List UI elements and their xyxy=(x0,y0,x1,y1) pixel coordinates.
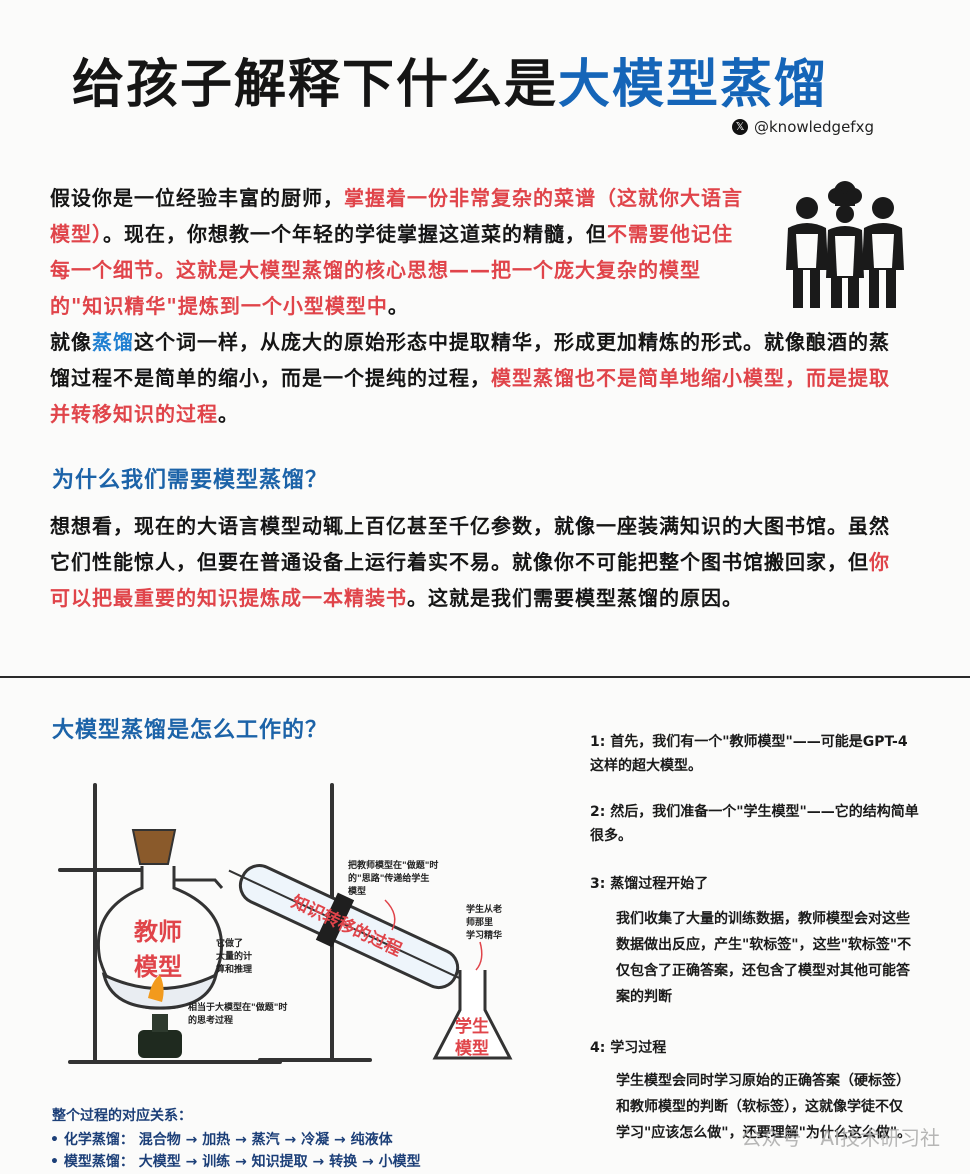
relation-chemical: • 化学蒸馏： 混合物 → 加热 → 蒸汽 → 冷凝 → 纯液体 xyxy=(50,1128,393,1152)
heat-note-1: 相当于大模型在"做题"时 xyxy=(188,1001,287,1013)
step-number: 1: xyxy=(590,734,606,750)
burner-neck xyxy=(152,1014,168,1032)
tube-note-arrow xyxy=(384,899,396,931)
intro-paragraph-2: 就像蒸馏这个词一样，从庞大的原始形态中提取精华，形成更加精炼的形式。就像酿酒的蒸… xyxy=(50,324,910,432)
watermark: 公众号 · AI技术研习社 xyxy=(741,1126,940,1150)
arrow-icon: → xyxy=(362,1154,374,1170)
intro-highlight: 掌握着一份非常复杂的菜谱（这就你大语言模型） xyxy=(50,186,743,246)
step-3-detail: 我们收集了大量的训练数据，教师模型会对这些数据做出反应，产生"软标签"，这些"软… xyxy=(616,911,912,1005)
arrow-icon: → xyxy=(235,1154,247,1170)
chefs-icon xyxy=(786,181,904,308)
arrow-icon: → xyxy=(185,1132,198,1148)
intro-text: 。 xyxy=(387,294,409,318)
intro-highlight: 模型蒸馏也不是简单地缩小模型，而是提取并转移知识的过程 xyxy=(50,366,890,426)
condenser-tube: 知识转移的过程 xyxy=(228,864,475,990)
arrow-icon: → xyxy=(235,1132,247,1148)
intro-keyword: 蒸馏 xyxy=(92,330,134,354)
step-number: 4: xyxy=(590,1040,606,1056)
relation-label: • 化学蒸馏： xyxy=(50,1132,134,1148)
why-text: 。这就是我们需要模型蒸馏的原因。 xyxy=(407,586,743,610)
student-flask xyxy=(432,970,513,1060)
why-paragraph: 想想看，现在的大语言模型动辄上百亿甚至千亿参数，就像一座装满知识的大图书馆。虽然… xyxy=(50,508,910,616)
relation-item: 大模型 xyxy=(138,1154,181,1170)
relation-item: 加热 xyxy=(202,1132,231,1148)
page-title: 给孩子解释下什么是大模型蒸馏 xyxy=(0,42,900,117)
relation-item: 混合物 xyxy=(138,1132,181,1148)
why-heading: 为什么我们需要模型蒸馏？ xyxy=(52,468,329,493)
arrow-icon: → xyxy=(284,1132,297,1148)
tube-note-3: 模型 xyxy=(348,885,366,897)
distillation-diagram: 教师 模型 知识转移的过程 学生 模型 它做了 大量的计 算和推理 相当于大模型… xyxy=(58,783,513,1064)
teacher-label-line-2: 模型 xyxy=(134,953,182,981)
relation-label: • 模型蒸馏： xyxy=(50,1154,134,1170)
relation-heading: 整个过程的对应关系： xyxy=(52,1108,192,1124)
section-divider xyxy=(0,676,970,678)
arrow-icon: → xyxy=(312,1154,325,1170)
intro-paragraph-1: 假设你是一位经验丰富的厨师，掌握着一份非常复杂的菜谱（这就你大语言模型）。现在，… xyxy=(50,180,750,324)
step-number: 3: xyxy=(590,876,606,892)
step-number: 2: xyxy=(590,804,606,820)
handle-text: @knowledgefxg xyxy=(754,118,874,136)
intro-text: 就像 xyxy=(50,330,92,354)
relation-item: 蒸汽 xyxy=(251,1132,280,1148)
relation-item: 小模型 xyxy=(378,1154,421,1170)
cork-stopper xyxy=(131,829,177,865)
drip-note-2: 师那里 xyxy=(466,916,493,928)
relation-item: 纯液体 xyxy=(350,1132,393,1148)
flame-icon xyxy=(148,975,164,1002)
step-3: 3: 蒸馏过程开始了 xyxy=(590,872,920,896)
relation-model: • 模型蒸馏： 大模型 → 训练 → 知识提取 → 转换 → 小模型 xyxy=(50,1150,421,1174)
flask-note-1: 它做了 xyxy=(216,937,243,949)
arrow-icon: → xyxy=(185,1154,198,1170)
title-highlight: 大模型蒸馏 xyxy=(558,55,829,115)
step-text: 首先，我们有一个"教师模型"——可能是GPT-4这样的超大模型。 xyxy=(590,734,908,774)
x-logo-icon: 𝕏 xyxy=(732,119,748,135)
title-main: 给孩子解释下什么是 xyxy=(71,55,558,115)
intro-text: 。现在，你想教一个年轻的学徒掌握这道菜的精髓，但 xyxy=(103,222,607,246)
arrow-icon: → xyxy=(334,1132,346,1148)
step-2: 2: 然后，我们准备一个"学生模型"——它的结构简单很多。 xyxy=(590,800,920,848)
intro-text: 这个词一样，从庞大的原始形态中提取精华，形成更加精炼的形式。就像酿酒的蒸馏过程不… xyxy=(50,330,890,390)
flask-note-2: 大量的计 xyxy=(216,950,252,962)
author-handle[interactable]: 𝕏 @knowledgefxg xyxy=(732,118,874,136)
step-4-detail: 学生模型会同时学习原始的正确答案（硬标签）和教师模型的判断（软标签），这就像学徒… xyxy=(616,1073,912,1141)
step-text: 蒸馏过程开始了 xyxy=(610,876,709,892)
intro-text: 。 xyxy=(218,402,239,426)
step-4: 4: 学习过程 xyxy=(590,1036,920,1060)
step-text: 然后，我们准备一个"学生模型"——它的结构简单很多。 xyxy=(590,804,919,844)
tube-note-2: 的"思路"传递给学生 xyxy=(348,872,429,884)
drip-note-3: 学习精华 xyxy=(466,929,502,941)
student-label-line-2: 模型 xyxy=(455,1038,489,1059)
step-text: 学习过程 xyxy=(610,1040,667,1056)
relation-item: 训练 xyxy=(202,1154,231,1170)
intro-highlight: 不需要他记住每一个细节。这就是大模型蒸馏的核心思想——把一个庞大复杂的模型的"知… xyxy=(50,222,733,318)
relation-item: 转换 xyxy=(329,1154,358,1170)
drip-note-arrow xyxy=(475,941,483,971)
burner-icon xyxy=(138,1030,182,1058)
flask-note-3: 算和推理 xyxy=(216,963,252,975)
why-text: 想想看，现在的大语言模型动辄上百亿甚至千亿参数，就像一座装满知识的大图书馆。虽然… xyxy=(50,514,890,574)
teacher-label-line-1: 教师 xyxy=(134,918,182,946)
relation-item: 知识提取 xyxy=(251,1154,308,1170)
intro-text: 假设你是一位经验丰富的厨师， xyxy=(50,186,344,210)
drip-note-1: 学生从老 xyxy=(466,903,502,915)
relation-item: 冷凝 xyxy=(301,1132,330,1148)
why-highlight: 你可以把最重要的知识提炼成一本精装书 xyxy=(50,550,890,610)
tube-note-1: 把教师模型在"做题"时 xyxy=(348,859,438,871)
heat-note-2: 的思考过程 xyxy=(188,1014,233,1026)
how-heading: 大模型蒸馏是怎么工作的？ xyxy=(52,718,329,743)
step-1: 1: 首先，我们有一个"教师模型"——可能是GPT-4这样的超大模型。 xyxy=(590,730,920,778)
student-label-line-1: 学生 xyxy=(455,1016,489,1037)
